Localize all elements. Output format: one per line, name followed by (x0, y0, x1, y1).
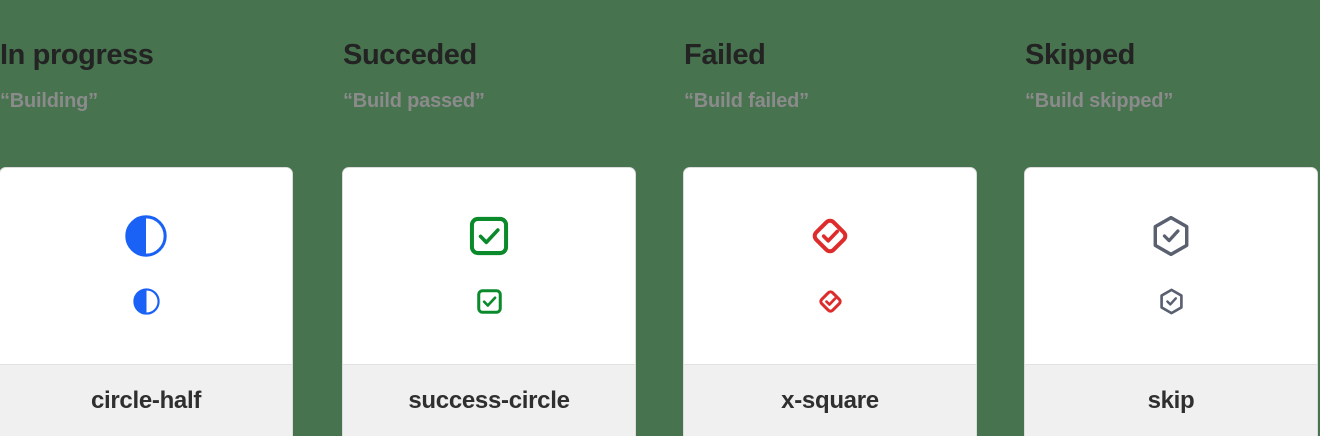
icon-small-slot (343, 286, 635, 316)
column-subtitle: “Build failed” (684, 90, 809, 112)
icon-card-footer: success-circle (343, 364, 635, 436)
success-square-check-icon (466, 213, 512, 259)
icon-preview-area (0, 168, 292, 364)
column-header: Failed “Build failed” (683, 0, 977, 112)
icon-card[interactable]: circle-half (0, 167, 293, 436)
column-subtitle: “Building” (0, 90, 98, 112)
status-column-in-progress: In progress “Building” (0, 0, 293, 436)
status-column-skipped: Skipped “Build skipped” (1024, 0, 1318, 436)
icon-large-slot (684, 213, 976, 259)
icon-card-footer: circle-half (0, 364, 292, 436)
icon-name-label: x-square (781, 387, 879, 414)
success-square-check-icon (475, 287, 504, 316)
diamond-check-icon (816, 287, 845, 316)
column-title: Succeded (343, 39, 477, 71)
icon-card[interactable]: x-square (683, 167, 977, 436)
icon-small-slot (0, 286, 292, 316)
status-column-failed: Failed “Build failed” (683, 0, 977, 436)
icon-preview-area (343, 168, 635, 364)
icon-preview-area (1025, 168, 1317, 364)
column-subtitle: “Build passed” (343, 90, 485, 112)
icon-card-footer: x-square (684, 364, 976, 436)
icon-card[interactable]: success-circle (342, 167, 636, 436)
icon-large-slot (0, 213, 292, 259)
icon-card-footer: skip (1025, 364, 1317, 436)
circle-half-icon (123, 213, 169, 259)
icon-large-slot (1025, 213, 1317, 259)
diamond-check-icon (807, 213, 853, 259)
hexagon-check-icon (1157, 287, 1186, 316)
icon-small-slot (684, 286, 976, 316)
column-title: Failed (684, 39, 766, 71)
status-column-succeded: Succeded “Build passed” (342, 0, 636, 436)
icon-large-slot (343, 213, 635, 259)
column-subtitle: “Build skipped” (1025, 90, 1174, 112)
column-title: Skipped (1025, 39, 1135, 71)
circle-half-icon (132, 287, 161, 316)
icon-preview-area (684, 168, 976, 364)
icon-name-label: success-circle (408, 387, 570, 414)
column-header: Succeded “Build passed” (342, 0, 636, 112)
column-header: Skipped “Build skipped” (1024, 0, 1318, 112)
icon-small-slot (1025, 286, 1317, 316)
icon-name-label: skip (1147, 387, 1195, 414)
icon-card[interactable]: skip (1024, 167, 1318, 436)
icon-name-label: circle-half (90, 387, 202, 414)
column-header: In progress “Building” (0, 0, 293, 112)
hexagon-check-icon (1148, 213, 1194, 259)
column-title: In progress (0, 39, 154, 71)
